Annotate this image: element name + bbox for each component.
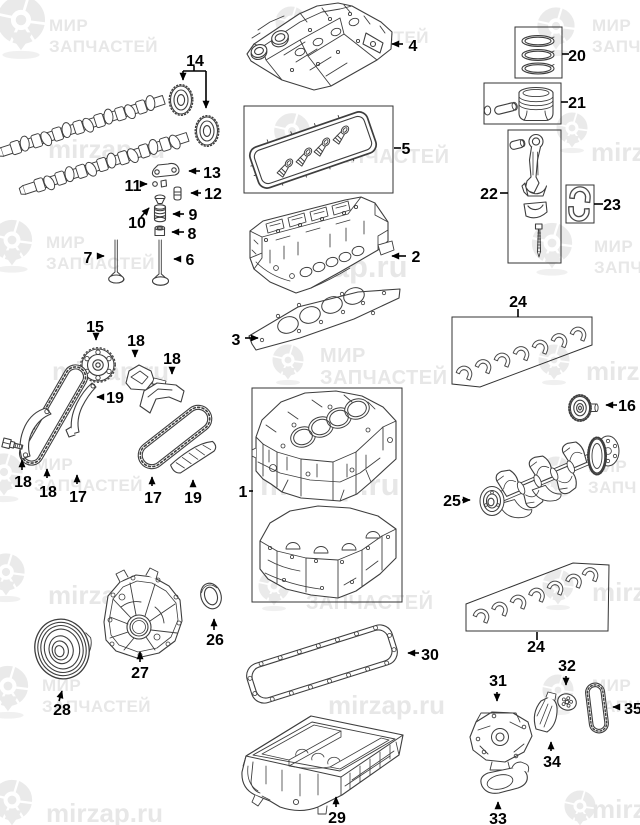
svg-text:МИР: МИР: [49, 16, 88, 35]
svg-text:МИР: МИР: [42, 676, 81, 695]
svg-text:7: 7: [84, 250, 93, 267]
svg-text:10: 10: [128, 215, 146, 232]
svg-text:13: 13: [203, 165, 221, 182]
svg-text:mirzap.ru: mirzap.ru: [591, 137, 640, 167]
svg-text:mirzap.ru: mirzap.ru: [592, 577, 640, 607]
svg-text:mirzap.ru: mirzap.ru: [46, 798, 163, 825]
svg-text:3: 3: [232, 332, 241, 349]
svg-text:ЗАПЧАСТЕЙ: ЗАПЧАСТЕЙ: [46, 254, 155, 273]
svg-text:25: 25: [443, 493, 461, 510]
svg-text:МИР: МИР: [320, 345, 366, 367]
svg-text:18: 18: [127, 333, 145, 350]
svg-text:26: 26: [206, 632, 224, 649]
svg-text:12: 12: [204, 186, 222, 203]
svg-text:mirzap.ru: mirzap.ru: [328, 690, 445, 720]
svg-text:30: 30: [421, 647, 439, 664]
svg-text:29: 29: [328, 810, 346, 825]
svg-text:22: 22: [480, 186, 498, 203]
svg-text:28: 28: [53, 702, 71, 719]
svg-text:9: 9: [189, 207, 198, 224]
svg-text:15: 15: [86, 319, 104, 336]
svg-text:33: 33: [489, 811, 507, 825]
svg-text:ЗАПЧ: ЗАПЧ: [594, 258, 640, 277]
svg-text:1: 1: [239, 484, 248, 501]
svg-text:24: 24: [527, 639, 545, 656]
svg-text:ЗАПЧАСТЕЙ: ЗАПЧАСТЕЙ: [34, 476, 143, 495]
svg-text:18: 18: [39, 484, 57, 501]
svg-text:4: 4: [409, 38, 418, 55]
svg-text:mirzap.ru: mirzap.ru: [592, 794, 640, 824]
svg-text:20: 20: [568, 48, 586, 65]
svg-text:ЗАПЧ: ЗАПЧ: [588, 478, 637, 497]
svg-text:31: 31: [489, 673, 507, 690]
svg-text:32: 32: [558, 658, 576, 675]
svg-text:34: 34: [543, 754, 561, 771]
svg-text:МИР: МИР: [594, 237, 633, 256]
svg-text:24: 24: [509, 294, 527, 311]
svg-text:МИР: МИР: [46, 233, 85, 252]
svg-text:21: 21: [568, 95, 586, 112]
svg-text:18: 18: [14, 474, 32, 491]
svg-text:8: 8: [188, 226, 197, 243]
svg-text:11: 11: [125, 178, 142, 195]
svg-text:МИР: МИР: [592, 16, 631, 35]
svg-text:ЗАПЧАСТЕЙ: ЗАПЧАСТЕЙ: [49, 37, 158, 56]
svg-text:2: 2: [412, 249, 421, 266]
svg-text:ЗАПЧАСТЕЙ: ЗАПЧАСТЕЙ: [320, 365, 447, 389]
svg-text:19: 19: [184, 490, 202, 507]
svg-text:17: 17: [144, 490, 162, 507]
svg-text:ЗАПЧАСТЕЙ: ЗАПЧАСТЕЙ: [42, 697, 151, 716]
svg-text:23: 23: [603, 197, 621, 214]
svg-text:16: 16: [618, 398, 636, 415]
svg-text:35: 35: [624, 701, 640, 718]
svg-text:14: 14: [186, 53, 204, 70]
svg-text:ЗАПЧ: ЗАПЧ: [592, 37, 640, 56]
svg-text:19: 19: [106, 390, 124, 407]
svg-text:18: 18: [163, 351, 181, 368]
svg-text:mirzap.ru: mirzap.ru: [586, 356, 640, 386]
svg-text:27: 27: [131, 665, 149, 682]
svg-text:17: 17: [69, 489, 87, 506]
svg-text:5: 5: [402, 141, 411, 158]
svg-text:6: 6: [186, 252, 195, 269]
